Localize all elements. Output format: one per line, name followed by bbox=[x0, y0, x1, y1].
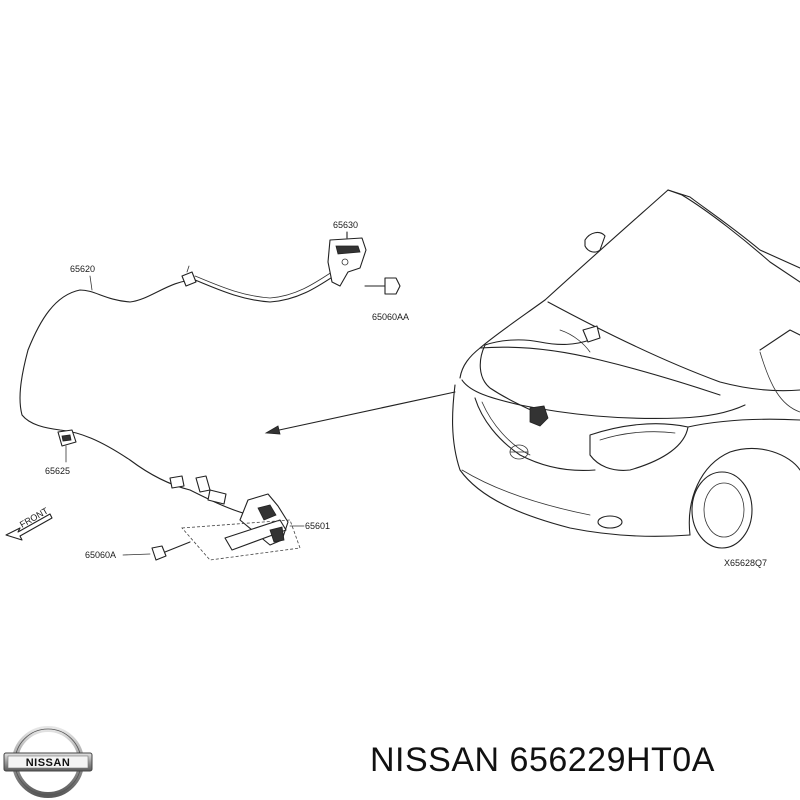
part-65601-release-lever: 65601 bbox=[181, 493, 330, 561]
cable-clip bbox=[181, 265, 197, 287]
part-65060AA-bolt: 65060AA bbox=[364, 277, 409, 322]
car-front-illustration bbox=[264, 189, 800, 549]
callout-65620: 65620 bbox=[70, 264, 95, 291]
nissan-logo-text: NISSAN bbox=[26, 757, 71, 769]
cable-connector bbox=[169, 475, 227, 505]
label-65060AA: 65060AA bbox=[372, 312, 409, 322]
label-65060A: 65060A bbox=[85, 550, 116, 560]
label-65630: 65630 bbox=[333, 220, 358, 230]
nissan-logo-icon: NISSAN bbox=[3, 726, 93, 798]
part-65625-clip: 65625 bbox=[45, 429, 77, 476]
front-label: FRONT bbox=[18, 505, 50, 529]
label-65620: 65620 bbox=[70, 264, 95, 274]
part-number-caption: NISSAN 656229HT0A bbox=[370, 741, 715, 779]
label-65625: 65625 bbox=[45, 466, 70, 476]
drawing-reference: X65628Q7 bbox=[724, 558, 767, 568]
cable-assembly bbox=[19, 267, 341, 516]
label-65601: 65601 bbox=[305, 521, 330, 531]
part-65060A-bolt: 65060A bbox=[85, 541, 191, 561]
front-direction-indicator: FRONT bbox=[5, 505, 53, 541]
part-65630-hood-lock: 65630 bbox=[327, 220, 367, 287]
